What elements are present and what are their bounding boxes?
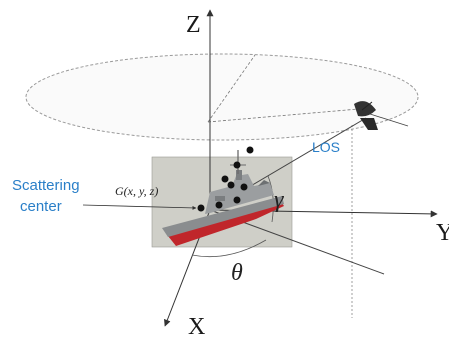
scatter-point [215,201,223,209]
elevation-angle-symbol: γ [274,187,284,213]
scattering-center-pointer [82,204,197,210]
scatter-point [246,146,254,154]
scattering-points [197,146,254,212]
radar-orbit-ellipse [25,53,419,141]
orbit-radius-line-back [207,54,256,123]
scatter-point-label: G(x, y, z) [115,184,158,198]
scatter-point [233,161,241,169]
orbit-radius-line [207,107,371,123]
scatter-point [240,183,248,191]
los-label: LOS [312,139,340,155]
scattering-center-label-line2: center [20,198,62,215]
scattering-center-label-line1: Scattering [12,177,80,194]
scatter-point [233,196,241,204]
x-axis-label: X [188,314,205,337]
azimuth-angle-symbol: θ [231,260,243,286]
los-extension [369,113,409,127]
scatter-point [197,204,205,212]
elevation-arc [267,175,274,223]
z-axis-label: Z [186,12,201,38]
azimuth-arc [191,239,267,258]
scatter-point [221,175,229,183]
scatter-point [227,181,235,189]
y-axis-label: Y [436,220,449,246]
radar-dish-icon [354,101,378,130]
